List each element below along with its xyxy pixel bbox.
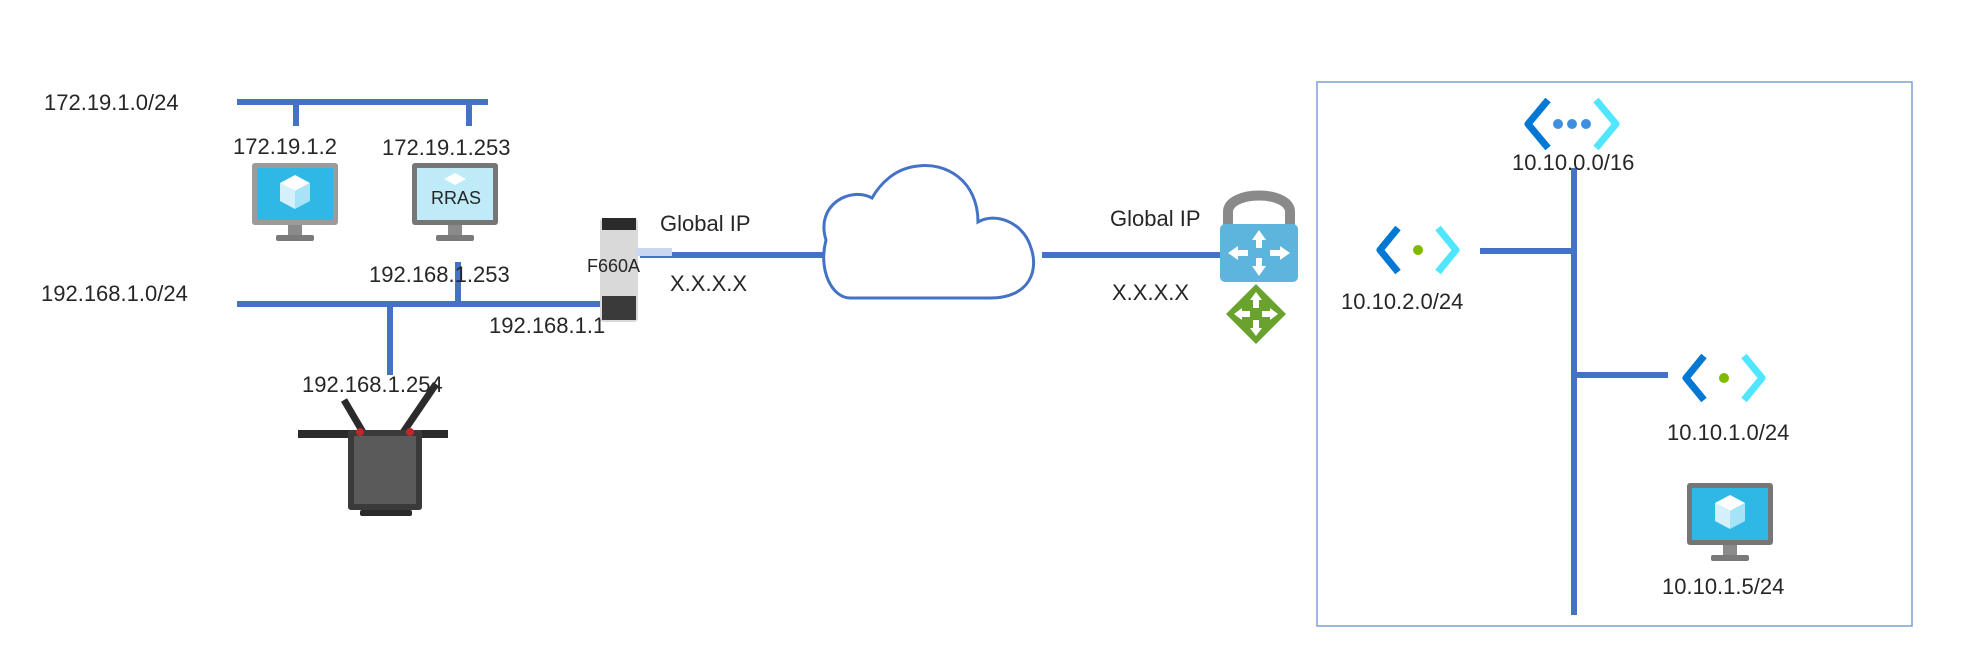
rras-label: RRAS xyxy=(431,188,481,208)
subnet-1-label: 10.10.1.0/24 xyxy=(1667,420,1789,445)
azure-vm-ip-label: 10.10.1.5/24 xyxy=(1662,574,1784,599)
azure-links xyxy=(1480,168,1668,615)
onprem-global-ip-label: Global IP xyxy=(660,211,751,236)
wifi-router-icon xyxy=(298,382,448,516)
route-table-icon xyxy=(1226,284,1286,344)
virtual-machine-icon xyxy=(252,163,338,241)
onu-ip-label: 192.168.1.1 xyxy=(489,313,605,338)
subnet-172-label: 172.19.1.0/24 xyxy=(44,90,179,115)
onprem-global-ip-value: X.X.X.X xyxy=(670,271,747,296)
subnet-2-label: 10.10.2.0/24 xyxy=(1341,289,1463,314)
subnet-1-icon xyxy=(1682,353,1766,403)
onu-router-icon xyxy=(600,218,672,322)
vpn-gateway-icon xyxy=(1220,190,1298,282)
rras-ip-172-label: 172.19.1.253 xyxy=(382,135,510,160)
azure-region-box xyxy=(1316,81,1913,627)
subnet-2-icon xyxy=(1376,225,1460,275)
virtual-network-icon xyxy=(1524,97,1620,151)
rras-ip-192-label: 192.168.1.253 xyxy=(369,262,510,287)
vm-ip-label: 172.19.1.2 xyxy=(233,134,337,159)
vnet-label: 10.10.0.0/16 xyxy=(1512,150,1634,175)
virtual-machine-icon xyxy=(1687,483,1773,561)
onu-label: F660A xyxy=(587,256,640,276)
internet-cloud-icon xyxy=(822,163,1036,300)
subnet-192-label: 192.168.1.0/24 xyxy=(41,281,188,306)
rras-server-icon xyxy=(412,163,498,241)
azure-global-ip-label: Global IP xyxy=(1110,206,1201,231)
wifi-router-ip-label: 192.168.1.254 xyxy=(302,372,443,397)
azure-global-ip-value: X.X.X.X xyxy=(1112,280,1189,305)
